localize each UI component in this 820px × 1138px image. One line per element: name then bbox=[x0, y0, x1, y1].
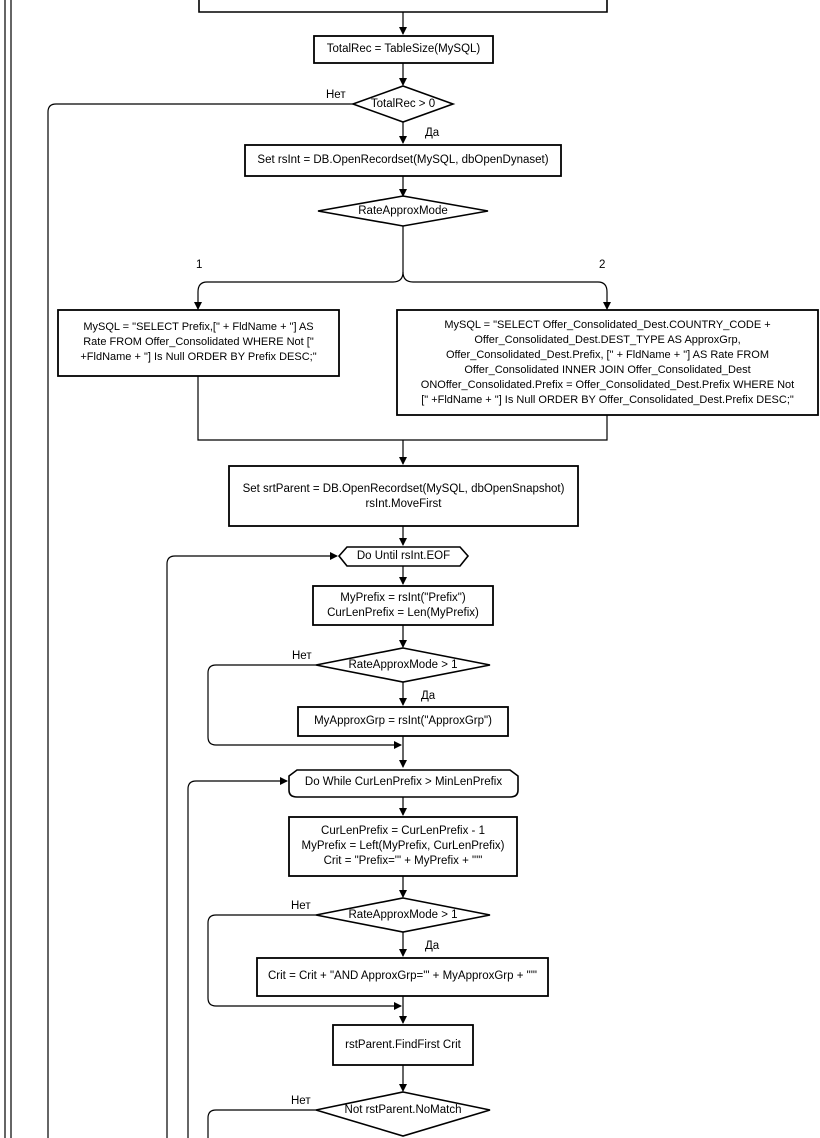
find-first-label: rstParent.FindFirst Crit bbox=[345, 1039, 461, 1051]
loop-until-label: Do Until rsInt.EOF bbox=[356, 550, 451, 562]
total-rec-decision-label: TotalRec > 0 bbox=[370, 98, 436, 110]
edge-label-branch-2: 2 bbox=[599, 259, 606, 271]
open-parent-label: Set srtParent = DB.OpenRecordset(MySQL, … bbox=[242, 483, 565, 510]
nomatch-decision-label: Not rstParent.NoMatch bbox=[344, 1104, 462, 1116]
mode-decision-1-label: RateApproxMode > 1 bbox=[348, 659, 458, 671]
open-rsint-label: Set rsInt = DB.OpenRecordset(MySQL, dbOp… bbox=[257, 154, 549, 166]
rate-mode-label: RateApproxMode bbox=[358, 205, 448, 217]
edge-label-no-2: Нет bbox=[292, 650, 312, 662]
edge-label-branch-1: 1 bbox=[196, 259, 203, 271]
mysql-1-label: MySQL = "SELECT Prefix,[" + FldName + "]… bbox=[80, 321, 317, 363]
edge-label-yes-3: Да bbox=[425, 940, 440, 952]
nomatch-decision bbox=[315, 1091, 491, 1137]
mode-decision-2-label: RateApproxMode > 1 bbox=[348, 909, 458, 921]
edge-label-no-4: Нет bbox=[291, 1095, 311, 1107]
mysql-2-label: MySQL = "SELECT Offer_Consolidated_Dest.… bbox=[420, 319, 795, 406]
edge-label-yes-2: Да bbox=[421, 690, 436, 702]
loop-while-shape bbox=[288, 769, 519, 798]
cur-len-label: CurLenPrefix = CurLenPrefix - 1 MyPrefix… bbox=[301, 825, 505, 867]
crit-append-label: Crit = Crit + "AND ApproxGrp='" + MyAppr… bbox=[267, 970, 537, 982]
edge-label-yes-1: Да bbox=[425, 127, 440, 139]
top-box-edge bbox=[198, 0, 608, 13]
loop-until-shape bbox=[337, 546, 470, 567]
my-prefix-label: MyPrefix = rsInt("Prefix") CurLenPrefix … bbox=[327, 592, 479, 619]
total-rec-label: TotalRec = TableSize(MySQL) bbox=[326, 43, 481, 55]
edge-label-no-3: Нет bbox=[291, 900, 311, 912]
loop-while-label: Do While CurLenPrefix > MinLenPrefix bbox=[304, 776, 503, 788]
approx-grp-label: MyApproxGrp = rsInt("ApproxGrp") bbox=[314, 715, 492, 727]
edge-label-no-1: Нет bbox=[326, 89, 346, 101]
